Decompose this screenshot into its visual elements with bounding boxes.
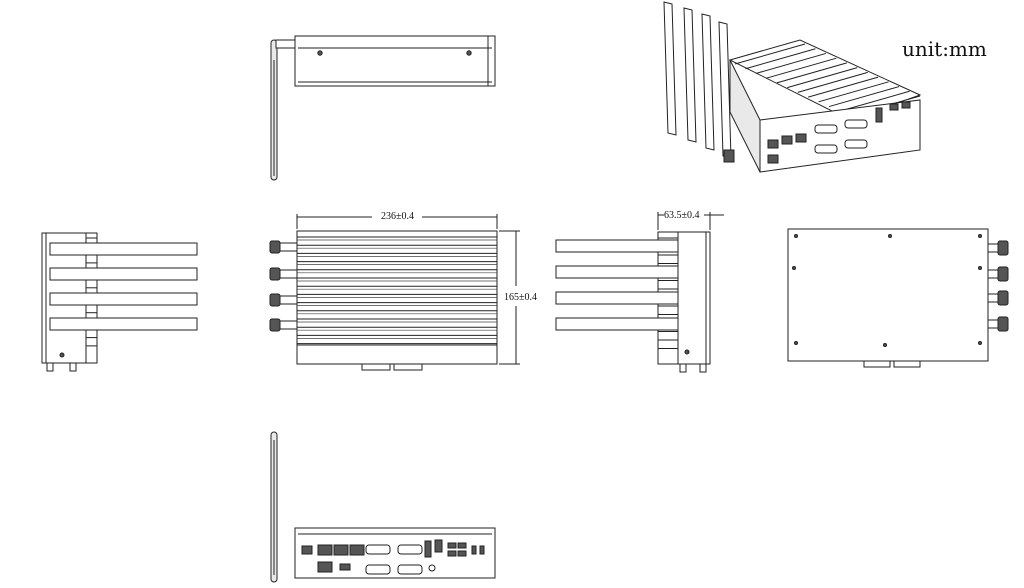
- power-button: [428, 564, 436, 572]
- com-port: [814, 144, 838, 154]
- depth-dimension: 63.5±0.4: [657, 210, 724, 230]
- left-side-view: [41, 232, 198, 372]
- width-dim-label: 236±0.4: [381, 211, 414, 222]
- led-indicator: [471, 545, 477, 555]
- com-port: [397, 564, 423, 575]
- top-view: [270, 35, 496, 181]
- heat-sink-fin: [828, 86, 900, 108]
- unit-label: unit:mm: [902, 37, 987, 61]
- antenna: [49, 292, 198, 306]
- antenna: [555, 265, 679, 279]
- right-side-view: 63.5±0.4: [555, 210, 724, 373]
- usb-port: [457, 550, 467, 557]
- heat-sink-fin: [745, 48, 816, 70]
- hdmi-port: [434, 539, 443, 553]
- usb-port: [339, 563, 351, 571]
- foot: [69, 362, 77, 372]
- heat-sink-fin: [766, 57, 837, 79]
- isometric-view: [663, 1, 922, 173]
- power-port: [301, 545, 313, 555]
- hdmi-port: [875, 107, 883, 123]
- width-dimension: 236±0.4: [296, 211, 498, 229]
- antenna: [555, 239, 679, 253]
- com-port: [365, 544, 391, 555]
- antenna-stubs: [987, 240, 1009, 332]
- com-port: [844, 139, 868, 149]
- com-port: [814, 124, 838, 134]
- depth-dim-label: 63.5±0.4: [664, 210, 700, 221]
- foot: [699, 363, 707, 373]
- antenna: [270, 39, 296, 181]
- front-view: 236±0.4 165±0.4: [269, 211, 537, 371]
- heat-sink-fin: [808, 76, 879, 98]
- com-port: [365, 564, 391, 575]
- lan-port: [767, 139, 779, 149]
- connector: [893, 360, 921, 368]
- usb-port: [457, 542, 467, 549]
- foot: [46, 362, 54, 372]
- foot: [679, 363, 687, 373]
- screw-hole: [317, 50, 323, 56]
- antenna-connector: [723, 149, 735, 163]
- com-port: [844, 119, 868, 129]
- heat-sink-fin: [776, 62, 847, 84]
- antenna-set: [663, 1, 735, 163]
- lan-port: [333, 544, 349, 556]
- lan-port: [349, 544, 365, 556]
- power-port: [767, 154, 779, 164]
- heat-sink-fin: [787, 67, 858, 89]
- connector: [863, 360, 891, 368]
- screw-hole: [466, 50, 472, 56]
- lan-port: [317, 544, 333, 556]
- com-port: [397, 544, 423, 555]
- bottom-view: [787, 228, 1009, 368]
- led-indicator: [479, 545, 485, 555]
- heat-sink-fin: [839, 90, 910, 112]
- heat-sink-fin: [734, 43, 806, 65]
- lan-port: [317, 561, 333, 573]
- lan-port: [781, 135, 793, 145]
- screw-hole: [684, 349, 690, 355]
- lan-port: [795, 133, 807, 143]
- screw-hole: [59, 352, 65, 358]
- usb-port: [447, 542, 457, 549]
- antenna-stubs: [269, 240, 298, 332]
- antenna: [49, 267, 198, 281]
- antenna: [555, 317, 679, 331]
- heat-sink-fin: [818, 81, 889, 103]
- usb-port: [901, 101, 911, 109]
- connector: [393, 363, 423, 371]
- antenna: [270, 431, 278, 583]
- height-dim-label: 165±0.4: [504, 292, 537, 303]
- height-dimension: 165±0.4: [499, 230, 537, 365]
- antenna: [555, 291, 679, 305]
- heat-sink-fin: [755, 52, 827, 74]
- rear-io-view: [270, 431, 496, 583]
- antenna: [49, 242, 198, 256]
- hdmi-port: [424, 540, 432, 558]
- connector: [361, 363, 391, 371]
- usb-port: [447, 550, 457, 557]
- antenna: [49, 317, 198, 331]
- usb-port: [889, 103, 899, 111]
- heat-sink-fin: [797, 71, 868, 93]
